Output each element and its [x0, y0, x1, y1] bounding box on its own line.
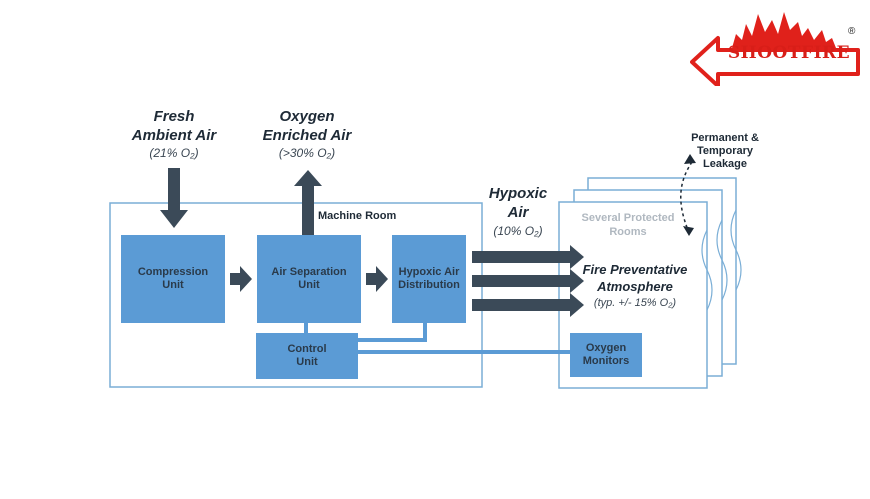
- fire-preventative-title: Fire Preventative Atmosphere: [566, 261, 704, 295]
- fresh-air-line2: Ambient Air: [131, 127, 217, 144]
- air-separation-unit: Air Separation Unit: [257, 235, 361, 323]
- hypoxic-arrows: [472, 245, 584, 317]
- hypoxic-oxygen-level: (10% O₂): [493, 224, 543, 238]
- room-wave-back: [730, 209, 742, 291]
- shootfire-logo: SHOOTFIRE ®: [690, 8, 865, 86]
- control-unit: Control Unit: [256, 333, 358, 379]
- arrow-compression-to-separation: [230, 266, 252, 292]
- leakage-line3: Leakage: [702, 158, 748, 170]
- oxygen-arrow: [294, 170, 322, 236]
- distribution-line2: Distribution: [398, 279, 460, 291]
- leakage-line2: Temporary: [696, 145, 754, 157]
- arrow-separation-to-distribution: [366, 266, 388, 292]
- leakage-arrowhead-bottom: [683, 226, 694, 236]
- oxygen-title: Oxygen Enriched Air: [248, 107, 366, 145]
- monitors-line1: Oxygen: [585, 342, 627, 354]
- oxygen-line1: Oxygen: [279, 108, 335, 125]
- fresh-air-line1: Fresh: [153, 108, 195, 125]
- room-wave-front: [701, 229, 713, 311]
- room-wave-middle: [716, 219, 728, 301]
- leakage-arrow: [680, 161, 693, 231]
- oxygen-line2: Enriched Air: [262, 127, 352, 144]
- flame-icon: [690, 12, 860, 86]
- oxygen-monitors: Oxygen Monitors: [570, 333, 642, 377]
- fresh-air-oxygen-level: (21% O₂): [149, 146, 199, 160]
- control-line2: Unit: [296, 356, 318, 368]
- fire-line2: Atmosphere: [597, 279, 673, 294]
- registered-mark: ®: [848, 26, 856, 37]
- control-lines: [304, 322, 570, 354]
- leakage-arrowhead-top: [684, 154, 696, 164]
- hypoxic-air-title: Hypoxic Air: [480, 184, 556, 222]
- leakage-label: Permanent & Temporary Leakage: [682, 132, 768, 171]
- fresh-air-title: Fresh Ambient Air: [115, 107, 233, 145]
- several-protected-rooms: Several Protected Rooms: [566, 211, 690, 239]
- oxygen-level: (>30% O₂): [278, 146, 336, 160]
- monitors-line2: Monitors: [582, 355, 630, 367]
- leakage-line1: Permanent &: [691, 132, 759, 144]
- machine-room-label: Machine Room: [318, 210, 397, 222]
- separation-line2: Unit: [298, 279, 320, 291]
- hypoxic-air-distribution: Hypoxic Air Distribution: [392, 235, 466, 323]
- machine-room-frame: [109, 202, 483, 388]
- compression-line1: Compression: [137, 266, 209, 278]
- fresh-air-arrow: [160, 168, 188, 228]
- control-line1: Control: [287, 343, 327, 355]
- hypoxic-line2: Air: [507, 204, 529, 221]
- several-line1: Several Protected: [581, 212, 675, 224]
- fire-line1: Fire Preventative: [582, 262, 688, 277]
- fire-oxygen-level: (typ. +/- 15% O₂): [593, 297, 677, 309]
- hypoxic-line1: Hypoxic: [488, 185, 548, 202]
- distribution-line1: Hypoxic Air: [398, 266, 460, 278]
- compression-unit: Compression Unit: [121, 235, 225, 323]
- compression-line2: Unit: [162, 279, 184, 291]
- brand-name: SHOOTFIRE: [727, 43, 851, 63]
- several-line2: Rooms: [609, 226, 647, 238]
- separation-line1: Air Separation: [271, 266, 347, 278]
